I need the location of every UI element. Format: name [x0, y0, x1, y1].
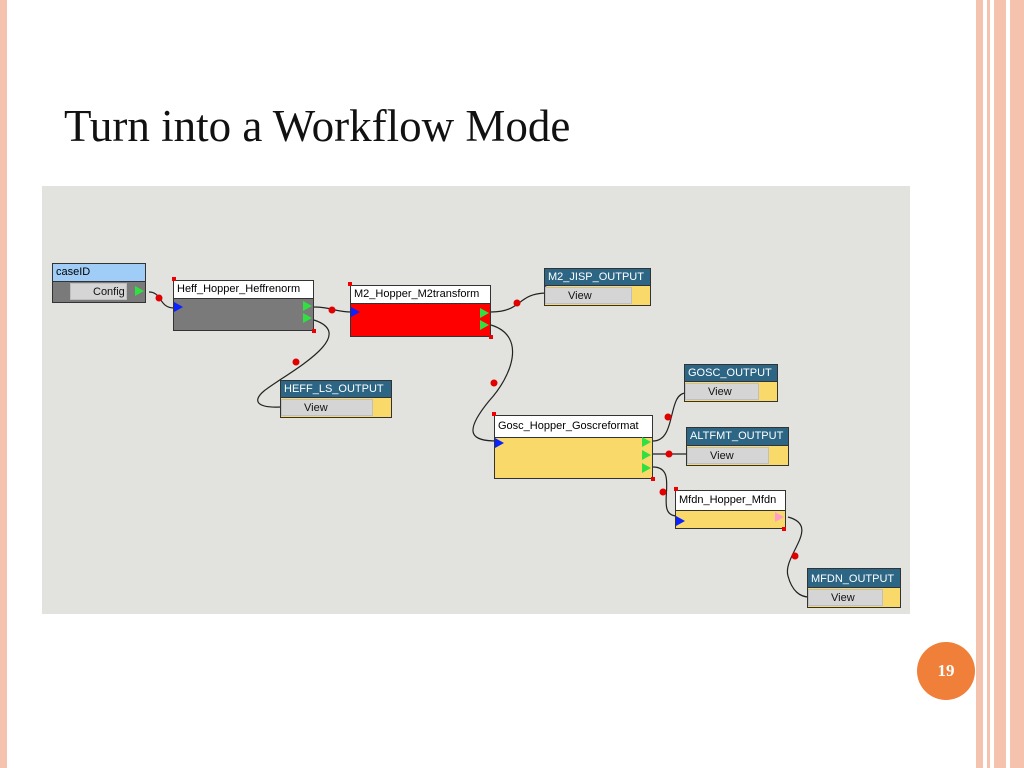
view-button[interactable]: View [808, 589, 883, 606]
view-button[interactable]: View [545, 287, 632, 304]
resize-handle[interactable] [674, 487, 678, 491]
node-mfdn-hopper-mfdn[interactable]: Mfdn_Hopper_Mfdn [675, 490, 786, 529]
resize-handle[interactable] [489, 335, 493, 339]
node-body: View [685, 382, 777, 401]
node-title: Mfdn_Hopper_Mfdn [676, 491, 785, 511]
node-caseid[interactable]: caseID Config [52, 263, 146, 303]
right-accent-stripe [976, 0, 983, 768]
node-title: MFDN_OUTPUT [808, 569, 900, 588]
workflow-canvas[interactable]: caseID Config Heff_Hopper_Heffrenorm M2_… [42, 186, 910, 614]
node-title: GOSC_OUTPUT [685, 365, 777, 382]
node-body: View [281, 398, 391, 417]
output-port[interactable] [135, 286, 144, 296]
wire-mfdn-mfdnout [786, 516, 810, 598]
input-port[interactable] [174, 302, 183, 312]
node-m2-jisp-output[interactable]: M2_JISP_OUTPUT View [544, 268, 651, 306]
resize-handle[interactable] [782, 527, 786, 531]
view-button[interactable]: View [685, 383, 759, 400]
node-body [174, 299, 313, 330]
slide-title: Turn into a Workflow Mode [64, 101, 571, 151]
input-port[interactable] [495, 438, 504, 448]
output-port[interactable] [480, 320, 489, 330]
node-gosc-output[interactable]: GOSC_OUTPUT View [684, 364, 778, 402]
view-button[interactable]: View [687, 447, 769, 464]
output-port[interactable] [480, 308, 489, 318]
resize-handle[interactable] [312, 329, 316, 333]
node-body: View [687, 446, 788, 465]
output-port[interactable] [775, 512, 784, 522]
resize-handle[interactable] [172, 277, 176, 281]
output-port[interactable] [642, 450, 651, 460]
right-accent-stripe [994, 0, 1006, 768]
output-port[interactable] [642, 437, 651, 447]
node-heff-ls-output[interactable]: HEFF_LS_OUTPUT View [280, 380, 392, 418]
link-dot [791, 552, 799, 560]
resize-handle[interactable] [492, 412, 496, 416]
node-title: M2_Hopper_M2transform [351, 286, 490, 304]
resize-handle[interactable] [348, 282, 352, 286]
output-port[interactable] [303, 313, 312, 323]
input-port[interactable] [676, 516, 685, 526]
link-dot [659, 488, 667, 496]
wire-m2-gosc [472, 324, 514, 442]
config-button[interactable]: Config [70, 283, 127, 300]
left-accent-bar [0, 0, 7, 768]
connection-wires [148, 291, 810, 598]
page-number-badge: 19 [917, 642, 975, 700]
link-dot [513, 299, 521, 307]
node-title: HEFF_LS_OUTPUT [281, 381, 391, 398]
node-altfmt-output[interactable]: ALTFMT_OUTPUT View [686, 427, 789, 466]
node-title: M2_JISP_OUTPUT [545, 269, 650, 286]
node-title: ALTFMT_OUTPUT [687, 428, 788, 446]
node-body [495, 437, 652, 478]
node-title: Gosc_Hopper_Goscreformat [495, 416, 652, 438]
link-dot [155, 294, 163, 302]
node-body [351, 304, 490, 336]
node-heff-hopper-heffrenorm[interactable]: Heff_Hopper_Heffrenorm [173, 280, 314, 331]
node-gosc-hopper-goscreformat[interactable]: Gosc_Hopper_Goscreformat [494, 415, 653, 479]
link-dot [328, 306, 336, 314]
resize-handle[interactable] [651, 477, 655, 481]
wire-gosc-mfdn [652, 466, 678, 517]
node-mfdn-output[interactable]: MFDN_OUTPUT View [807, 568, 901, 608]
link-dot [665, 450, 673, 458]
node-body: View [808, 588, 900, 607]
node-body [676, 511, 785, 528]
node-title: Heff_Hopper_Heffrenorm [174, 281, 313, 299]
input-port[interactable] [351, 307, 360, 317]
view-button[interactable]: View [281, 399, 373, 416]
node-title: caseID [53, 264, 145, 282]
link-dot [292, 358, 300, 366]
output-port[interactable] [303, 301, 312, 311]
output-port[interactable] [642, 463, 651, 473]
node-body: Config [53, 282, 145, 302]
right-accent-stripe [1010, 0, 1024, 768]
node-body: View [545, 286, 650, 305]
wire-heff-heffls [257, 319, 330, 408]
link-dot [664, 413, 672, 421]
right-accent-stripe [987, 0, 990, 768]
node-m2-hopper-m2transform[interactable]: M2_Hopper_M2transform [350, 285, 491, 337]
link-dot [490, 379, 498, 387]
